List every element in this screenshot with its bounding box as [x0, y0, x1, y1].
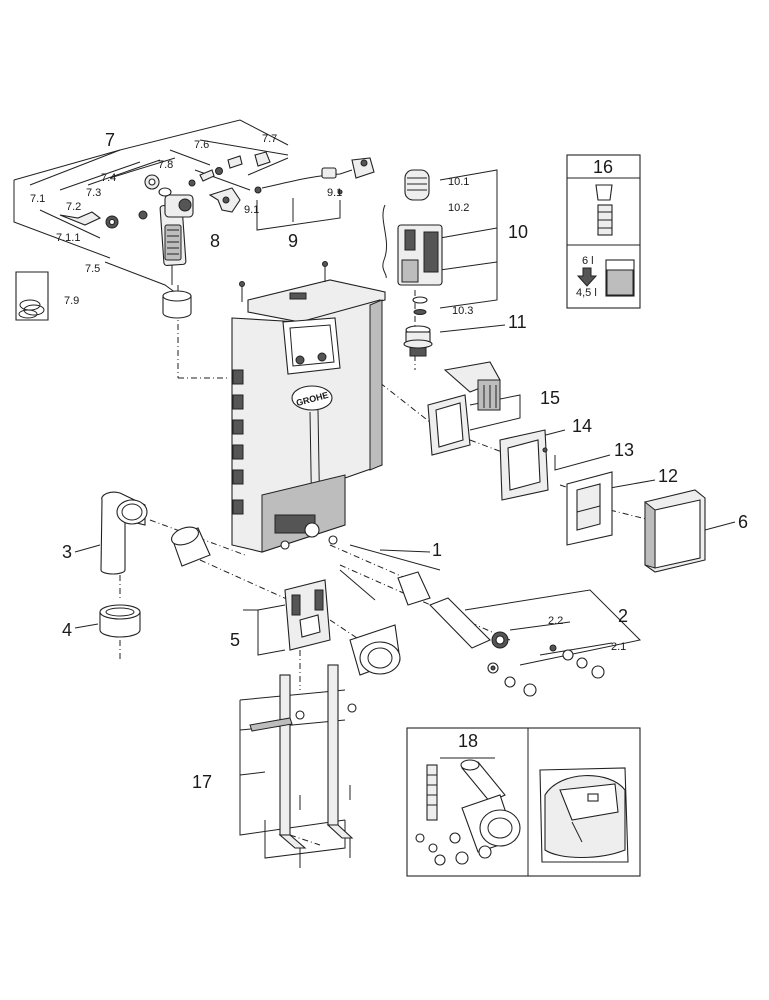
label-10: 10 [508, 222, 528, 242]
label-2: 2 [618, 606, 628, 626]
label-16-45l: 4,5 l [576, 287, 597, 299]
label-4: 4 [62, 620, 72, 640]
label-16: 16 [593, 157, 613, 177]
connector-sleeve [171, 526, 211, 567]
label-2-2: 2.2 [548, 615, 563, 627]
label-15: 15 [540, 388, 560, 408]
label-7: 7 [105, 130, 115, 150]
label-18: 18 [458, 731, 478, 751]
drain-bracket [284, 579, 331, 651]
label-7-4: 7.4 [101, 172, 116, 184]
frame-feet [249, 664, 357, 868]
actuator-mount-frame [427, 361, 501, 456]
part-18-box [406, 727, 641, 877]
label-6: 6 [738, 512, 748, 532]
label-14: 14 [572, 416, 592, 436]
label-5: 5 [230, 630, 240, 650]
frame-side-notches [232, 369, 244, 515]
label-3: 3 [62, 542, 72, 562]
drain-pipe-set [429, 597, 605, 697]
valve-seat [403, 325, 433, 357]
label-7-1: 7.1 [30, 193, 45, 205]
label-2-1: 2.1 [611, 641, 626, 653]
part-16-box [566, 154, 641, 309]
label-10-1: 10.1 [448, 176, 469, 188]
label-7-1-1: 7.1.1 [56, 232, 80, 244]
drain-connector [349, 624, 401, 676]
label-7-3: 7.3 [86, 187, 101, 199]
cover-frame [499, 429, 549, 501]
label-7-5: 7.5 [85, 263, 100, 275]
label-13: 13 [614, 440, 634, 460]
label-7-9: 7.9 [64, 295, 79, 307]
label-9-1a: 9.1 [244, 204, 259, 216]
angle-valve [208, 187, 241, 213]
label-7-6: 7.6 [194, 139, 209, 151]
label-7-2: 7.2 [66, 201, 81, 213]
actuator-plate [566, 471, 613, 546]
connection-hose [254, 157, 375, 195]
label-17: 17 [192, 772, 212, 792]
label-11: 11 [508, 312, 527, 332]
flush-bend-pipe [100, 491, 148, 575]
label-7-8: 7.8 [158, 159, 173, 171]
label-9-1b: 9.1 [327, 187, 342, 199]
label-9: 9 [288, 231, 298, 251]
threaded-rods [339, 544, 441, 606]
flush-valve [382, 169, 443, 315]
label-10-3: 10.3 [452, 305, 473, 317]
label-16-6l: 6 l [582, 255, 594, 267]
label-12: 12 [658, 466, 678, 486]
part-labels: 7 7.1 7.1.1 7.2 7.3 7.4 7.5 7.6 7.7 7.8 … [30, 130, 748, 792]
label-8: 8 [210, 231, 220, 251]
protection-box [644, 489, 706, 573]
filling-valve-assembly [15, 151, 271, 321]
label-7-7: 7.7 [262, 133, 277, 145]
seal-ring [99, 604, 141, 638]
installation-frame: GROHE [231, 261, 386, 553]
label-10-2: 10.2 [448, 202, 469, 214]
label-1: 1 [432, 540, 442, 560]
